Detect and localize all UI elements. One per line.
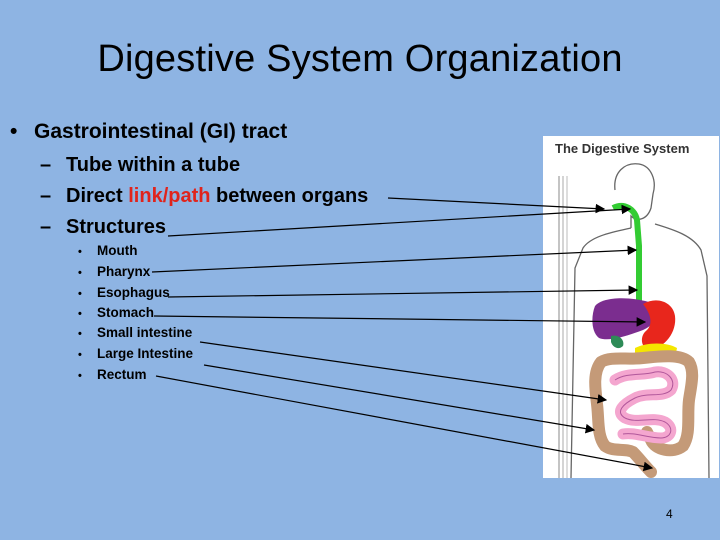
structure-label: Large Intestine	[97, 346, 194, 361]
structure-item-pharynx: • Pharynx	[78, 264, 150, 279]
bullet-icon: •	[78, 288, 82, 300]
bullet-icon: •	[78, 246, 82, 258]
structure-label: Esophagus	[97, 285, 170, 300]
dash-icon: –	[40, 154, 52, 176]
esophagus-shape	[611, 202, 644, 311]
sub-bullet-organs-text: between organs	[210, 185, 369, 207]
digestive-system-diagram: The Digestive System	[543, 136, 719, 479]
bullet-icon: •	[78, 328, 82, 340]
bullet-icon: •	[78, 370, 82, 382]
slide-title: Digestive System Organization	[97, 38, 623, 80]
sub-bullet-direct-text: Direct	[66, 185, 129, 207]
structure-label: Small intestine	[97, 325, 193, 340]
structure-label: Rectum	[97, 367, 147, 382]
diagram-title: The Digestive System	[555, 141, 690, 156]
dash-icon: –	[40, 185, 52, 207]
sub-bullet-tube-text: Tube within a tube	[66, 154, 241, 176]
bullet-icon: •	[78, 349, 82, 361]
sub-bullet-direct-link: –Direct link/path between organs	[40, 185, 368, 208]
bullet-icon: •	[78, 267, 82, 279]
bullet-gi-tract-text: Gastrointestinal (GI) tract	[34, 120, 288, 143]
structure-item-esophagus: • Esophagus	[78, 285, 170, 300]
sub-bullet-tube: –Tube within a tube	[40, 154, 240, 177]
gallbladder-shape	[611, 335, 624, 349]
sub-bullet-structures: –Structures	[40, 216, 166, 239]
bullet-gi-tract: • Gastrointestinal (GI) tract	[10, 120, 287, 144]
digestive-system-illustration	[558, 163, 710, 479]
structure-item-small-intestine: • Small intestine	[78, 325, 192, 340]
structure-label: Stomach	[97, 305, 155, 320]
arrow-large-intestine	[203, 364, 596, 434]
structure-label: Mouth	[97, 243, 138, 258]
structure-item-large-intestine: • Large Intestine	[78, 346, 193, 361]
structure-label: Pharynx	[97, 264, 151, 279]
link-path-highlight: link/path	[128, 185, 211, 207]
structure-item-mouth: • Mouth	[78, 243, 137, 258]
bullet-icon: •	[10, 120, 18, 143]
structure-item-rectum: • Rectum	[78, 367, 147, 382]
page-number: 4	[666, 507, 673, 521]
structure-item-stomach: • Stomach	[78, 305, 154, 320]
dash-icon: –	[40, 216, 52, 238]
stomach-shape	[641, 300, 676, 350]
bullet-icon: •	[78, 308, 82, 320]
sub-bullet-structures-text: Structures	[66, 216, 167, 238]
